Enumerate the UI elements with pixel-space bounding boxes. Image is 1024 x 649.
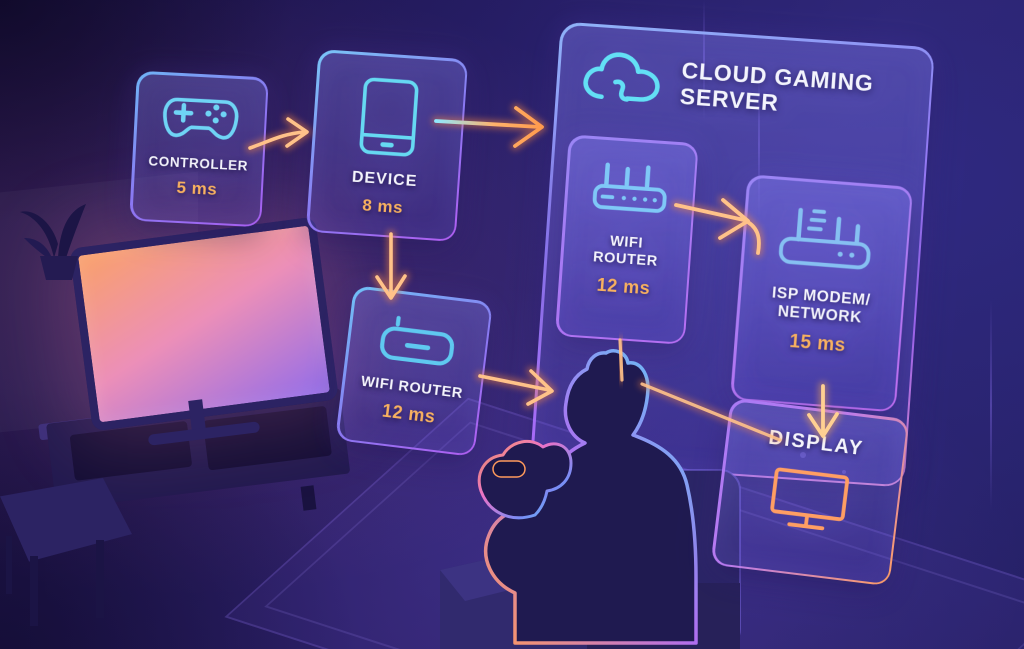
controller-node: CONTROLLER 5 ms — [129, 70, 269, 228]
isp-modem-icon — [778, 207, 871, 270]
display-label: DISPLAY — [767, 426, 865, 461]
device-node: DEVICE 8 ms — [305, 48, 469, 243]
isp-modem-label: ISP MODEM/ NETWORK — [771, 284, 872, 327]
wifi-router-home-label: WIFI ROUTER — [360, 373, 464, 403]
controller-latency: 5 ms — [176, 177, 218, 199]
table-leg — [96, 540, 104, 618]
cloud-gaming-server-panel: CLOUD GAMING SERVER — [530, 21, 935, 488]
wifi-router-server-label: WIFI ROUTER — [592, 233, 659, 270]
plant-illustration — [20, 204, 86, 280]
wifi-router-home-latency: 12 ms — [380, 400, 437, 427]
cloud-icon — [583, 52, 660, 102]
tablet-icon — [359, 77, 419, 157]
table-leg — [30, 556, 38, 626]
monitor-icon — [770, 467, 850, 530]
isp-modem-latency: 15 ms — [788, 330, 847, 356]
light-streak — [990, 300, 992, 510]
display-node: DISPLAY — [710, 397, 910, 587]
gamer-body — [483, 349, 698, 645]
wifi-router-home-node: WIFI ROUTER 12 ms — [335, 285, 493, 457]
gamepad-icon — [163, 97, 239, 140]
controller-label: CONTROLLER — [148, 153, 249, 174]
gamer-silhouette — [440, 349, 741, 649]
device-latency: 8 ms — [361, 195, 404, 218]
device-label: DEVICE — [351, 168, 418, 191]
wifi-router-server-latency: 12 ms — [596, 274, 651, 299]
isp-modem-node: ISP MODEM/ NETWORK 15 ms — [729, 174, 914, 413]
wifi-router-icon — [592, 162, 667, 213]
wifi-router-server-node: WIFI ROUTER 12 ms — [554, 134, 699, 345]
tv-stand-leg — [300, 485, 317, 511]
wifi-router-icon — [380, 315, 455, 366]
held-controller — [492, 460, 526, 478]
table-leg — [6, 536, 12, 594]
server-title: CLOUD GAMING SERVER — [679, 57, 875, 116]
tv-illustration — [69, 216, 339, 432]
